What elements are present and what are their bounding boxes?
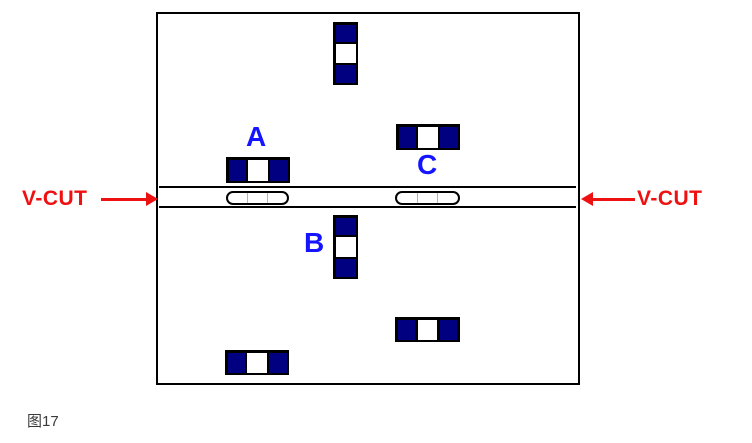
chip-pad [228, 159, 246, 181]
component-label-a: A [246, 121, 267, 152]
chip-pad [335, 259, 356, 277]
chip-pad [439, 319, 458, 340]
vcut-arrow-left-line [101, 197, 147, 201]
chip-pad [335, 24, 356, 42]
chip-pad [397, 319, 416, 340]
slot-segment [248, 193, 268, 203]
chip-body [335, 237, 356, 257]
smd-chip-icon [333, 22, 358, 85]
chip-pad [227, 352, 245, 373]
smd-chip-icon [225, 350, 289, 375]
chip-pad [440, 126, 458, 148]
vcut-groove-strip [159, 186, 576, 208]
breakaway-slot [395, 191, 460, 205]
chip-pad [398, 126, 416, 148]
breakaway-slot [226, 191, 289, 205]
smd-chip-b-icon [333, 215, 358, 279]
chip-body [417, 319, 438, 340]
chip-pad [335, 217, 356, 235]
slot-segment [438, 193, 458, 203]
chip-pad [269, 352, 287, 373]
component-label-c: C [417, 149, 438, 180]
figure-caption: 图17 [27, 413, 59, 430]
chip-body [248, 159, 268, 181]
slot-segment [268, 193, 287, 203]
slot-segment [397, 193, 418, 203]
smd-chip-c-icon [396, 124, 460, 150]
vcut-arrow-right-pointing-icon [146, 192, 158, 206]
vcut-arrow-left-pointing-icon [581, 192, 593, 206]
vcut-arrow-right-line [593, 197, 635, 201]
component-label-b: B [304, 227, 325, 258]
vcut-label-left: V-CUT [22, 187, 88, 210]
chip-pad [335, 65, 356, 83]
chip-pad [270, 159, 288, 181]
vcut-label-right: V-CUT [637, 187, 703, 210]
smd-chip-icon [395, 317, 460, 342]
smd-chip-a-icon [226, 157, 290, 183]
chip-body [335, 44, 356, 63]
slot-segment [418, 193, 439, 203]
chip-body [418, 126, 438, 148]
chip-body [247, 352, 267, 373]
slot-segment [228, 193, 248, 203]
